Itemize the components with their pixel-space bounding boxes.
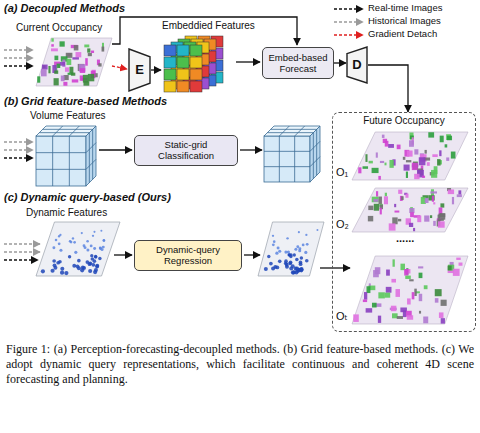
- historical-input: [4, 149, 33, 150]
- connector: [334, 62, 346, 63]
- ellipsis: ......: [396, 232, 414, 245]
- occupancy-map: [36, 38, 112, 86]
- encoder: E: [128, 48, 151, 92]
- query-points: [258, 222, 324, 276]
- legend-text: Real-time Images: [368, 3, 442, 14]
- node-text: Dynamic-query Regression: [139, 244, 237, 267]
- occupancy-index: Oₜ: [336, 310, 348, 323]
- label: Volume Features: [30, 110, 106, 122]
- node-text: E: [135, 62, 144, 78]
- output-group: Future Occupancy: [332, 112, 476, 332]
- legend-text: Historical Images: [368, 16, 441, 27]
- occupancy-map: [352, 132, 468, 180]
- decoder: D: [346, 46, 368, 84]
- occupancy-map: [352, 188, 468, 232]
- label: Dynamic Features: [26, 207, 107, 219]
- occupancy-index: O₂: [336, 218, 349, 231]
- legend-sample: [334, 8, 363, 9]
- occupancy-index: O₁: [336, 166, 348, 179]
- historical-input: [4, 251, 40, 252]
- realtime-input: [4, 157, 33, 158]
- process-box: Static-grid Classification: [134, 135, 238, 166]
- arrow: [151, 69, 161, 70]
- volume-grid: [264, 126, 320, 182]
- realtime-input: [4, 65, 33, 66]
- arrow: [236, 61, 260, 62]
- historical-input: [4, 243, 40, 244]
- panel-title: (c) Dynamic query-based (Ours): [4, 191, 171, 204]
- historical-input: [4, 141, 33, 142]
- figure-caption: Figure 1: (a) Perception-forecasting-dec…: [6, 342, 474, 387]
- arrow: [114, 254, 132, 255]
- realtime-input: [4, 259, 38, 260]
- gradient-detach-arrow: [112, 66, 127, 69]
- node-text: Static-grid Classification: [139, 139, 233, 162]
- embedded-features: [164, 36, 223, 92]
- legend-text: Gradient Detach: [368, 29, 437, 40]
- process-box: Dynamic-query Regression: [134, 240, 242, 271]
- query-points: [36, 222, 120, 276]
- arrow: [244, 254, 260, 255]
- legend-sample: [334, 34, 363, 35]
- node-text: Future Occupancy: [363, 115, 445, 127]
- arrow: [99, 149, 132, 150]
- historical-input: [4, 49, 33, 50]
- volume-grid: [36, 126, 96, 186]
- node-text: Embed-based Forecast: [267, 52, 329, 75]
- label: Current Occupancy: [16, 22, 102, 34]
- historical-input: [4, 57, 33, 58]
- legend-sample: [334, 21, 363, 22]
- label: Embeddied Features: [162, 20, 255, 32]
- arrow: [240, 149, 262, 150]
- node-text: D: [352, 57, 361, 73]
- panel-title: (a) Decoupled Methods: [4, 2, 125, 15]
- arrow: [320, 267, 350, 268]
- occupancy-map: [352, 256, 468, 324]
- panel-title: (b) Grid feature-based Methods: [4, 95, 167, 108]
- process-box: Embed-based Forecast: [262, 47, 334, 79]
- connector: [368, 65, 408, 112]
